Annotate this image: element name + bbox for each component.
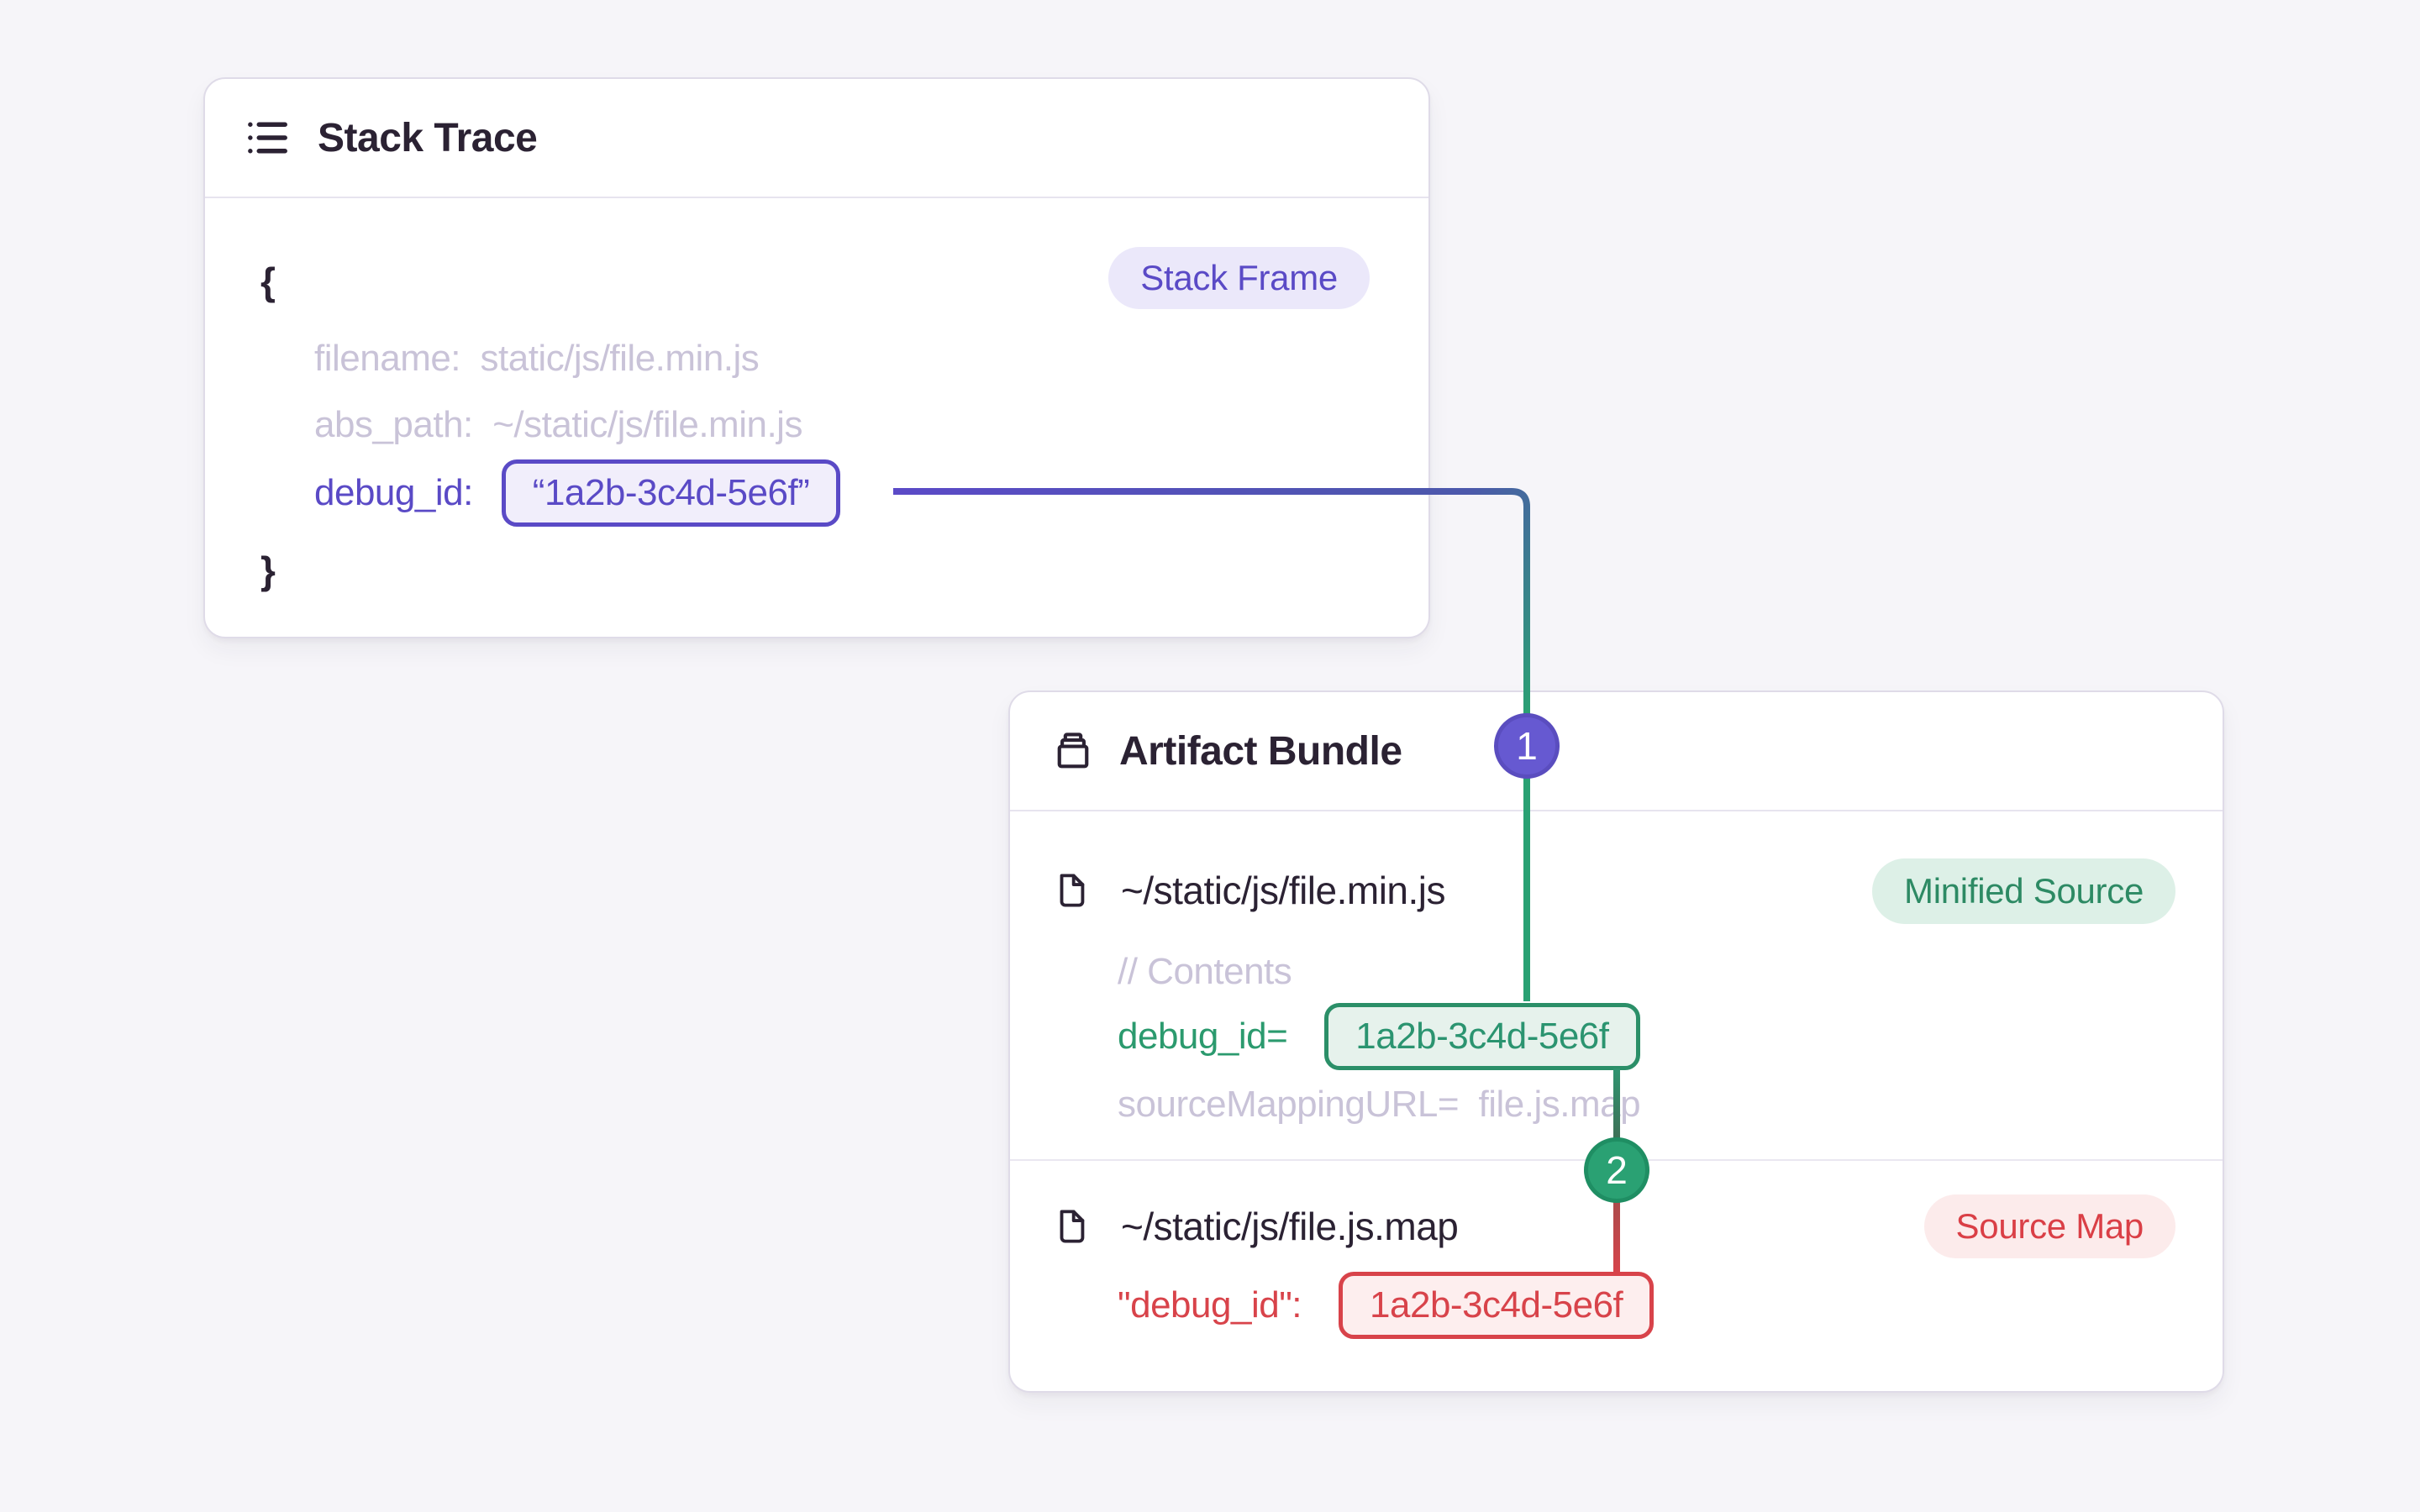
filename-key: filename: <box>314 338 461 379</box>
source-mapping-url-line: sourceMappingURL= file.js.map <box>1118 1075 1641 1134</box>
debug-id-value-box: “1a2b-3c4d-5e6f” <box>501 459 841 527</box>
list-icon <box>245 115 291 160</box>
abs-path-line: abs_path: ~/static/js/file.min.js <box>314 396 802 454</box>
minified-file-row: ~/static/js/file.min.js <box>1052 860 1446 921</box>
sourcemap-debug-id-line: "debug_id": 1a2b-3c4d-5e6f <box>1118 1272 1655 1339</box>
sourcemap-file-row: ~/static/js/file.js.map <box>1052 1196 1459 1257</box>
close-brace: } <box>260 549 276 592</box>
archive-stack-icon <box>1052 730 1094 772</box>
minified-source-badge: Minified Source <box>1872 858 2175 924</box>
sourcemap-file-path: ~/static/js/file.js.map <box>1121 1205 1459 1248</box>
artifact-bundle-header: Artifact Bundle <box>1010 692 2223 811</box>
artifact-bundle-card: Artifact Bundle ~/static/js/file.min.js … <box>1008 690 2224 1393</box>
file-icon <box>1052 871 1091 910</box>
sourcemap-debug-id-value-box: 1a2b-3c4d-5e6f <box>1339 1272 1655 1339</box>
step-1-badge: 1 <box>1494 713 1560 779</box>
step-2-badge: 2 <box>1584 1137 1649 1203</box>
artifact-bundle-title: Artifact Bundle <box>1119 728 1402 774</box>
minified-file-path: ~/static/js/file.min.js <box>1121 869 1446 912</box>
source-map-badge: Source Map <box>1923 1194 2175 1258</box>
bundle-debug-id-key: debug_id= <box>1118 1016 1288 1057</box>
debug-id-key: debug_id: <box>314 472 473 513</box>
source-mapping-url-value: file.js.map <box>1478 1084 1641 1125</box>
debug-id-line: debug_id: “1a2b-3c4d-5e6f” <box>314 459 841 527</box>
filename-line: filename: static/js/file.min.js <box>314 329 760 388</box>
contents-comment: // Contents <box>1118 951 1292 992</box>
stack-trace-title: Stack Trace <box>318 115 538 160</box>
filename-value: static/js/file.min.js <box>480 338 760 379</box>
stack-frame-badge: Stack Frame <box>1108 247 1370 309</box>
stack-trace-card: Stack Trace Stack Frame { filename: stat… <box>203 77 1430 638</box>
abs-path-value: ~/static/js/file.min.js <box>492 404 802 445</box>
open-brace: { <box>260 260 276 303</box>
stack-trace-header: Stack Trace <box>205 79 1428 198</box>
contents-comment-line: // Contents <box>1118 942 1292 1001</box>
sourcemap-debug-id-key: "debug_id": <box>1118 1284 1302 1326</box>
file-icon <box>1052 1207 1091 1246</box>
bundle-debug-id-line: debug_id= 1a2b-3c4d-5e6f <box>1118 1003 1640 1070</box>
source-mapping-url-key: sourceMappingURL= <box>1118 1084 1460 1125</box>
bundle-debug-id-value-box: 1a2b-3c4d-5e6f <box>1324 1003 1640 1070</box>
abs-path-key: abs_path: <box>314 404 473 445</box>
